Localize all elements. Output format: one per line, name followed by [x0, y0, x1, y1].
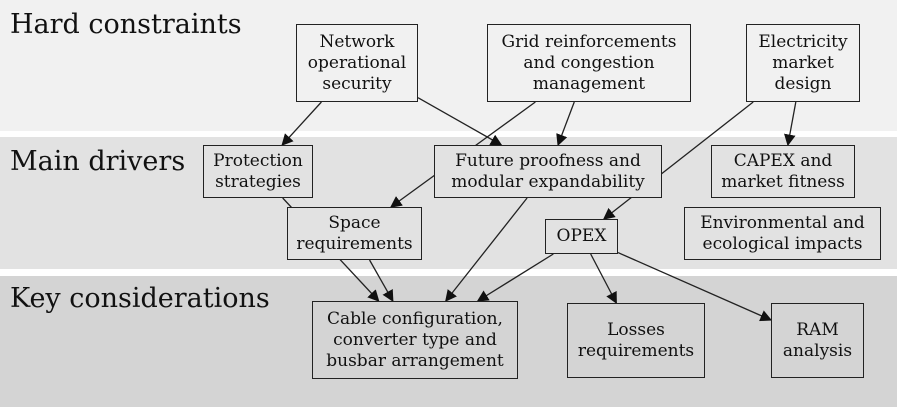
node-future-proofness: Future proofness and modular expandabili… [434, 145, 662, 198]
node-cable-configuration: Cable configuration, converter type and … [312, 301, 518, 379]
node-opex: OPEX [545, 219, 618, 254]
node-ram-analysis: RAM analysis [771, 303, 864, 378]
band-title-hard-constraints: Hard constraints [10, 9, 242, 40]
node-grid-reinforcements: Grid reinforcements and congestion manag… [487, 24, 691, 102]
node-network-operational-security: Network operational security [296, 24, 418, 102]
node-electricity-market-design: Electricity market design [746, 24, 860, 102]
node-losses-requirements: Losses requirements [567, 303, 705, 378]
band-title-key-considerations: Key considerations [10, 283, 270, 314]
node-environmental-impacts: Environmental and ecological impacts [684, 207, 881, 260]
node-space-requirements: Space requirements [287, 207, 422, 260]
node-protection-strategies: Protection strategies [203, 145, 313, 198]
node-capex-market-fitness: CAPEX and market fitness [711, 145, 855, 198]
band-title-main-drivers: Main drivers [10, 146, 186, 177]
